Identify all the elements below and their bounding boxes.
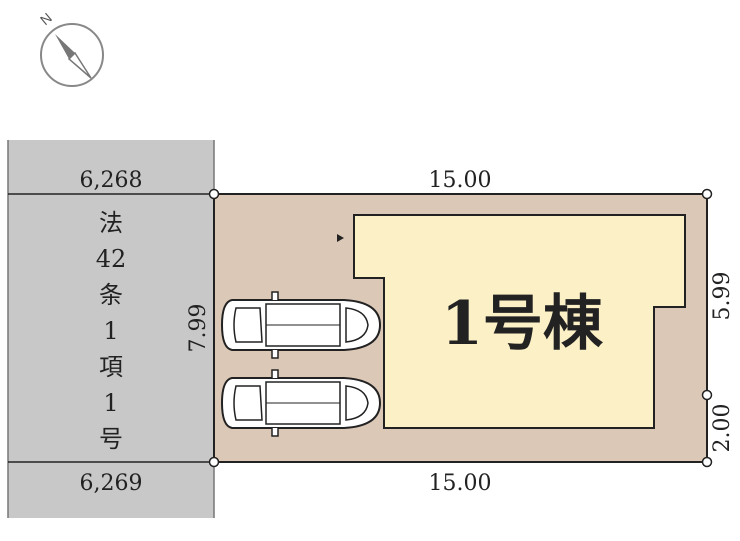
parked-car-2 [221, 369, 381, 437]
lot-frontage-dimension: 7.99 [186, 304, 211, 353]
lot-top-dimension: 15.00 [429, 168, 492, 193]
lot-right-upper-dimension: 5.99 [710, 272, 735, 321]
lot-bottom-dimension: 15.00 [429, 471, 492, 496]
road-label-char: 1 [103, 389, 118, 417]
boundary-marker [208, 456, 220, 468]
compass-needle-north [55, 34, 75, 59]
road-label-char: 号 [99, 425, 123, 453]
road-area [8, 140, 214, 518]
road-label-char: 42 [96, 245, 127, 273]
boundary-marker [701, 188, 713, 200]
compass-needle-south [67, 51, 92, 79]
entrance-marker [337, 234, 344, 242]
road-label-char: 法 [99, 209, 123, 237]
lot-right-lower-dimension: 2.00 [710, 404, 735, 453]
road-label: 法 42 条 1 項 1 号 [96, 209, 127, 453]
road-label-char: 項 [99, 353, 123, 381]
boundary-marker [701, 389, 713, 401]
road-width-bottom: 6,269 [80, 471, 143, 496]
compass: N [37, 9, 104, 87]
road-width-top: 6,268 [80, 168, 143, 193]
building-label: 1号棟 [441, 289, 604, 359]
boundary-marker [208, 188, 220, 200]
parked-car-1 [221, 291, 381, 359]
compass-north-label: N [37, 9, 55, 28]
road-label-char: 条 [99, 281, 123, 309]
road-label-char: 1 [103, 317, 118, 345]
boundary-marker [701, 456, 713, 468]
building-footprint [353, 214, 686, 429]
